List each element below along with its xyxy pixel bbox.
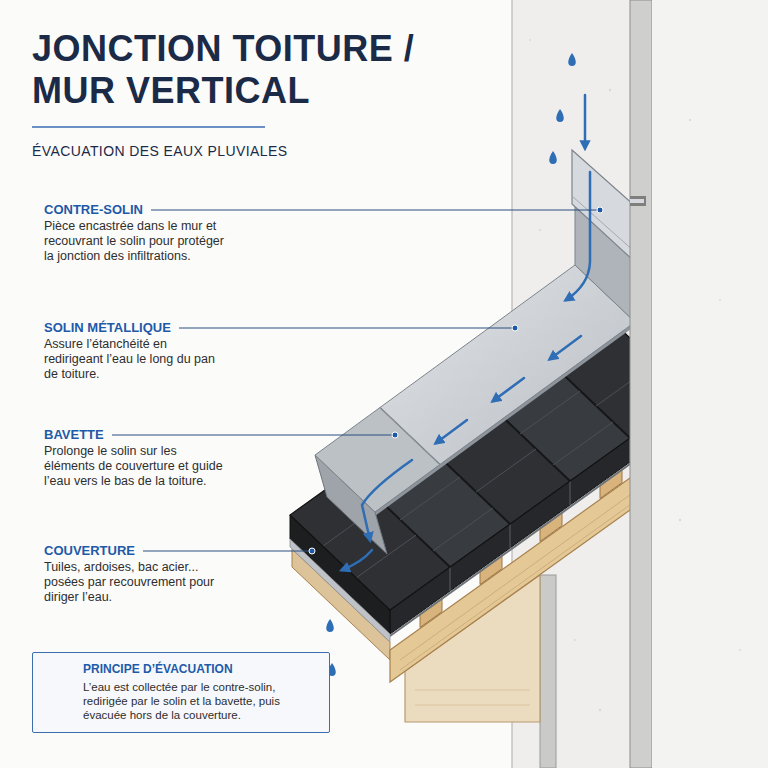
roof-covering bbox=[476, 449, 536, 492]
callout-heading: SOLIN MÉTALLIQUE bbox=[44, 320, 171, 336]
callout-heading: BAVETTE bbox=[44, 427, 104, 443]
wall-face bbox=[529, 39, 531, 41]
water-flow bbox=[568, 53, 576, 66]
wall-section bbox=[630, 199, 644, 203]
metal-flashing bbox=[572, 196, 635, 252]
wall-section bbox=[689, 119, 691, 121]
callout-heading: CONTRE-SOLIN bbox=[44, 202, 143, 218]
wall-section bbox=[719, 299, 721, 301]
wall-face bbox=[574, 639, 576, 641]
roof-structure bbox=[415, 705, 530, 706]
callout-heading: COUVERTURE bbox=[44, 543, 135, 559]
wall-section bbox=[630, 0, 652, 768]
metal-flashing bbox=[380, 265, 635, 465]
callout-body: Pièce encastrée dans le mur et recouvran… bbox=[44, 219, 224, 264]
wall-section bbox=[630, 0, 768, 768]
callout-body: Tuiles, ardoises, bac acier... posées pa… bbox=[44, 560, 224, 605]
subtitle: ÉVACUATION DES EAUX PLUVIALES bbox=[32, 142, 287, 160]
leader-line bbox=[179, 328, 512, 329]
roof-covering bbox=[449, 567, 451, 591]
metal-flashing bbox=[315, 408, 440, 513]
leader-line bbox=[151, 210, 597, 211]
water-flow bbox=[326, 53, 590, 676]
roof-structure bbox=[415, 690, 530, 691]
info-box: PRINCIPE D’ÉVACUATION L’eau est collectée… bbox=[32, 652, 330, 733]
box-heading: PRINCIPE D’ÉVACUATION bbox=[83, 662, 317, 677]
box-body: L’eau est collectée par le contre-solin,… bbox=[83, 680, 317, 722]
water-flow bbox=[549, 151, 557, 164]
water-flow bbox=[556, 109, 564, 122]
wall-section bbox=[679, 519, 681, 521]
roof-structure bbox=[540, 575, 556, 768]
leader-dot bbox=[309, 548, 315, 554]
water-flow bbox=[566, 172, 590, 300]
metal-flashing bbox=[572, 150, 635, 262]
metal-flashing bbox=[315, 150, 635, 554]
wall-section bbox=[739, 649, 741, 651]
roof-covering bbox=[433, 508, 493, 551]
water-flow bbox=[584, 95, 587, 148]
callout-body: Prolonge le solin sur les éléments de co… bbox=[44, 444, 224, 489]
leader-line bbox=[112, 435, 392, 436]
wall-section bbox=[630, 196, 646, 206]
water-flow bbox=[493, 378, 524, 401]
roof-covering bbox=[509, 524, 511, 548]
water-flow bbox=[342, 550, 372, 570]
wall-face bbox=[609, 89, 611, 91]
callout-body: Assure l’étanchéité en redirigeant l’eau… bbox=[44, 337, 224, 382]
title: JONCTION TOITURE / MUR VERTICAL bbox=[32, 28, 452, 112]
wall-section bbox=[652, 0, 768, 768]
roof-covering bbox=[569, 481, 571, 505]
leader-dot bbox=[597, 207, 603, 213]
leader-dot bbox=[392, 432, 398, 438]
wall-face bbox=[539, 229, 541, 231]
leader-line bbox=[143, 551, 309, 552]
metal-flashing bbox=[380, 408, 440, 465]
roof-covering bbox=[553, 422, 613, 465]
wall-face bbox=[599, 709, 601, 711]
water-flow bbox=[436, 420, 467, 443]
water-flow bbox=[362, 460, 412, 540]
title-rule bbox=[32, 126, 265, 128]
water-flow bbox=[550, 336, 581, 359]
leader-dot bbox=[512, 325, 518, 331]
water-flow bbox=[326, 619, 334, 632]
